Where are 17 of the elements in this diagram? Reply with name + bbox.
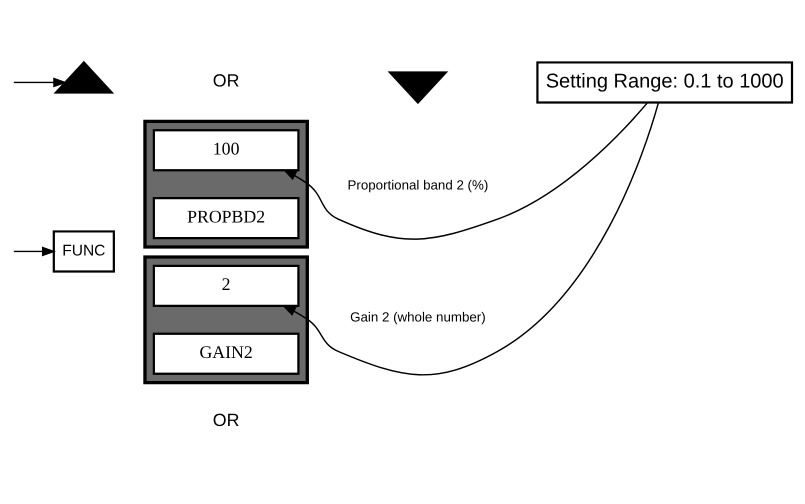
node-box: GAIN2 xyxy=(152,332,300,375)
node-triangle xyxy=(388,71,448,104)
cluster xyxy=(143,255,309,384)
node-box: FUNC xyxy=(52,230,115,273)
node-box: Setting Range: 0.1 to 1000 xyxy=(536,61,794,104)
node-box: 100 xyxy=(152,129,300,172)
node-box: PROPBD2 xyxy=(152,196,300,240)
node-label: Proportional band 2 (%) xyxy=(348,177,488,192)
label: OR xyxy=(212,410,240,430)
arrow xyxy=(14,246,56,256)
label: OR xyxy=(212,70,240,91)
arrow xyxy=(14,78,68,88)
arrow xyxy=(282,102,648,240)
arrow xyxy=(282,102,660,376)
node-box: 2 xyxy=(152,264,300,308)
cluster xyxy=(143,120,309,249)
node-label: Gain 2 (whole number) xyxy=(350,310,486,325)
